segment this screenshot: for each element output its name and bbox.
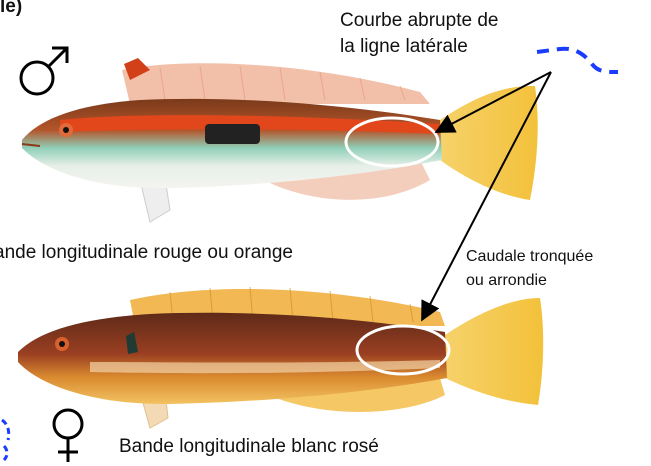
male-caudal-fin	[440, 86, 538, 200]
female-symbol-icon	[54, 410, 82, 462]
male-dorsal-fin	[122, 63, 430, 104]
female-fish-image	[18, 287, 543, 428]
partial-blue-mark	[2, 420, 9, 460]
male-symbol-icon	[21, 48, 67, 94]
female-caudal-fin	[445, 298, 543, 405]
male-fish-image	[22, 58, 538, 222]
lateral-line-curve-indicator	[537, 49, 618, 72]
